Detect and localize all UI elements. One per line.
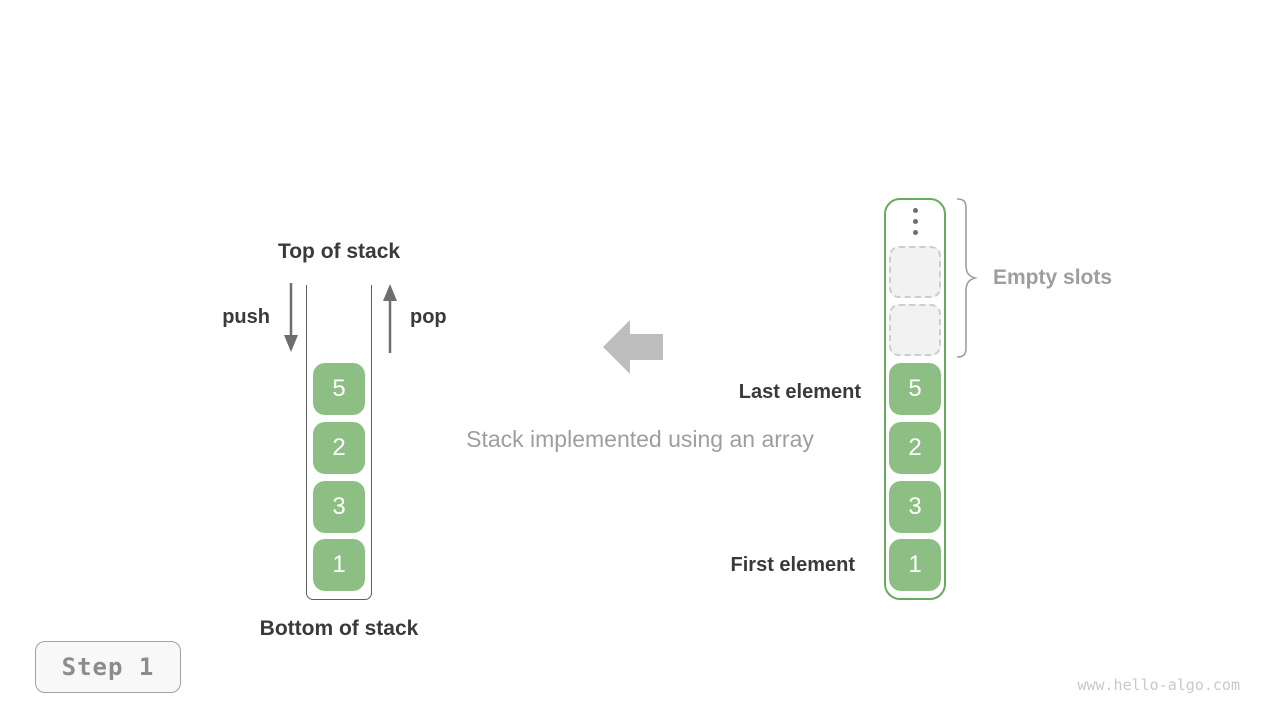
stack-cell: 3 [313,481,365,533]
array-cell: 2 [889,422,941,474]
watermark-text: www.hello-algo.com [1077,676,1240,694]
first-element-label: First element [730,554,855,576]
stack-cell: 5 [313,363,365,415]
stack-cell: 1 [313,539,365,591]
push-down-arrow-icon [284,283,298,352]
array-cell: 1 [889,539,941,591]
caption-text: Stack implemented using an array [466,426,814,452]
array-cell: 5 [889,363,941,415]
last-element-label: Last element [738,381,861,403]
stack-container [306,285,372,600]
pop-up-arrow-icon [383,284,397,353]
array-cell: 3 [889,481,941,533]
left-block-arrow-icon [603,320,663,374]
bottom-of-stack-label: Bottom of stack [259,617,419,640]
empty-slot [889,246,941,298]
curly-brace-icon [956,198,978,358]
empty-slots-label: Empty slots [993,266,1113,289]
step-badge: Step 1 [35,641,181,693]
pop-label: pop [410,306,447,328]
vertical-ellipsis-icon [884,208,946,235]
empty-slot [889,304,941,356]
top-of-stack-label: Top of stack [277,240,401,263]
push-label: push [222,306,270,328]
stack-cell: 2 [313,422,365,474]
